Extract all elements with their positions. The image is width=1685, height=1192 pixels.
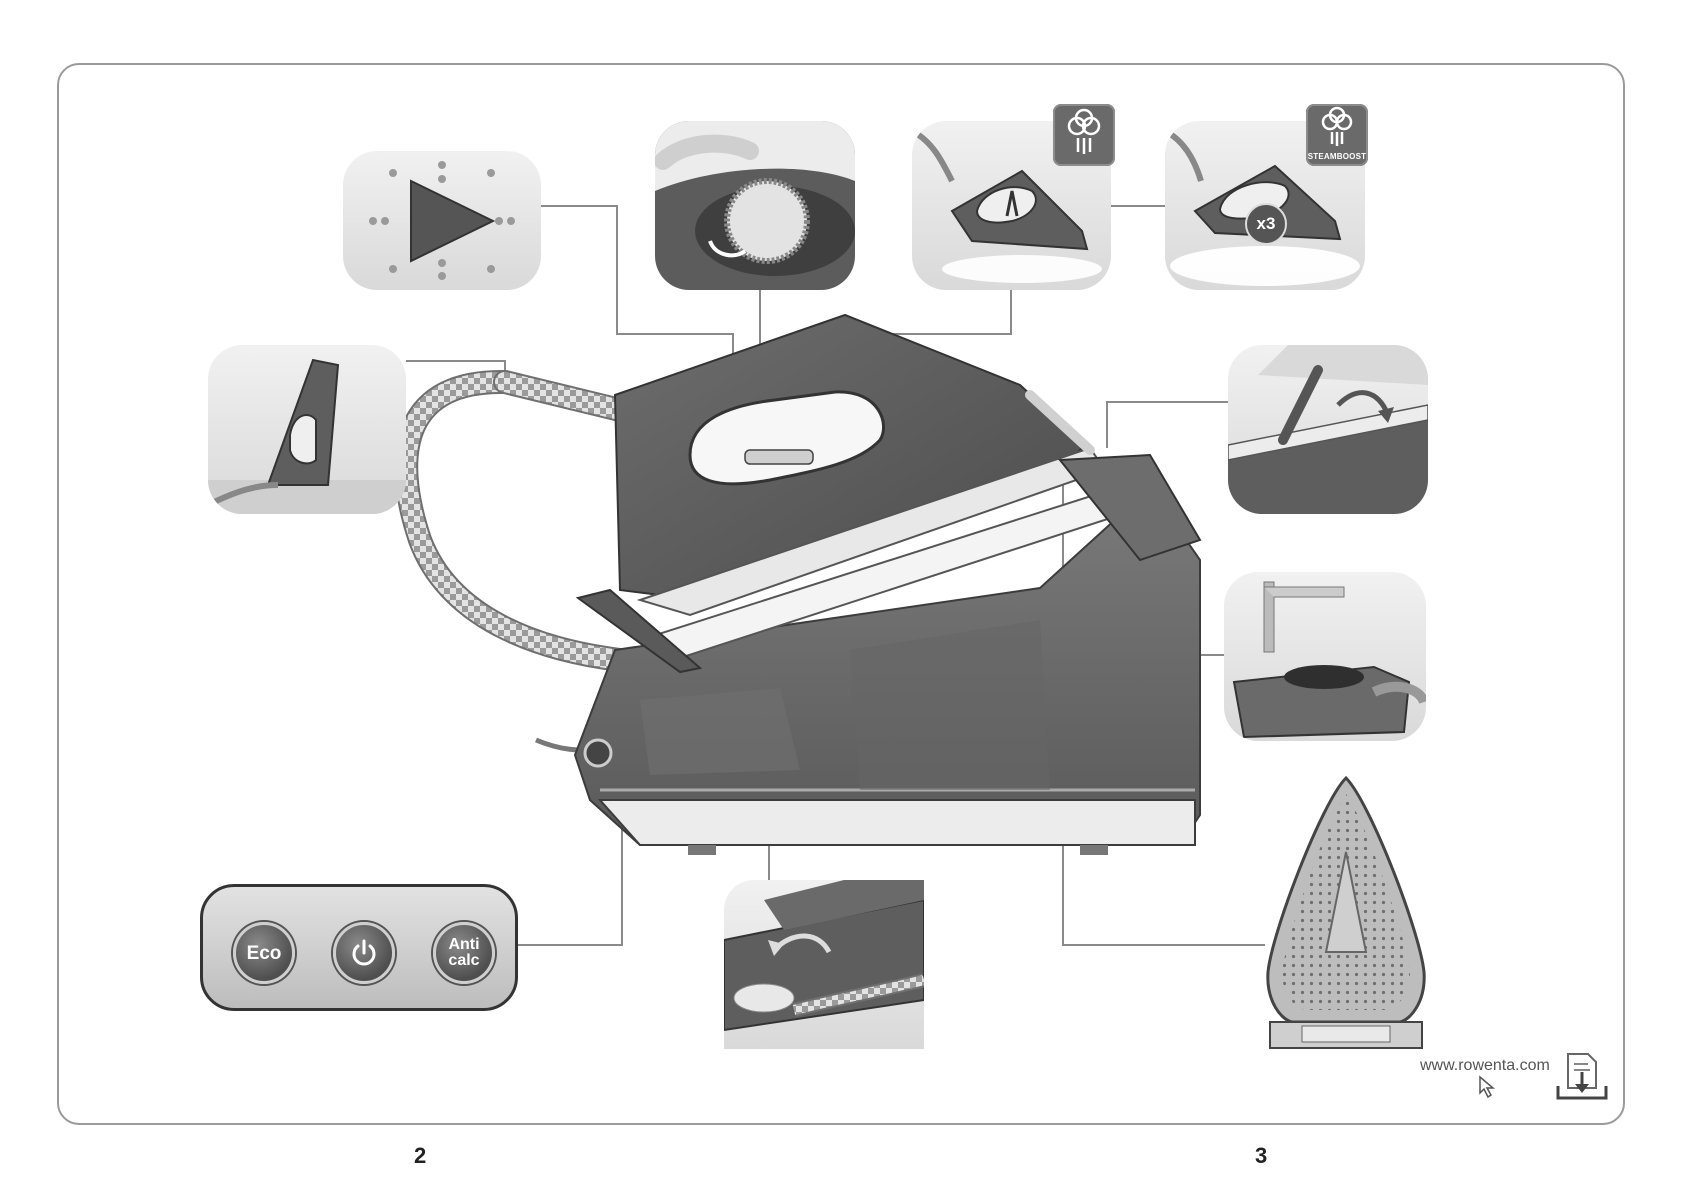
control-panel: Eco Anti calc	[200, 884, 518, 1011]
power-icon	[349, 938, 379, 968]
download-document-icon[interactable]	[1554, 1050, 1610, 1104]
page-number-right: 3	[1255, 1143, 1267, 1169]
iron-heel-rest-panel	[208, 345, 406, 514]
steamboost-label: STEAMBOOST	[1306, 152, 1368, 161]
water-tank-panel	[1224, 572, 1426, 741]
x3-label: x3	[1257, 214, 1276, 234]
steam-dial-panel	[655, 121, 855, 290]
iron-lock-panel	[1228, 345, 1428, 514]
soleplate-panel	[1262, 772, 1430, 1050]
cursor-icon	[1478, 1075, 1498, 1099]
page-number-left: 2	[414, 1143, 426, 1169]
anti-calc-label: Anti calc	[448, 937, 479, 969]
indicator-light-panel	[343, 151, 541, 290]
website-url[interactable]: www.rowenta.com	[1420, 1057, 1550, 1075]
steamboost-icon: STEAMBOOST	[1306, 104, 1368, 166]
eco-label: Eco	[247, 944, 282, 963]
anti-calc-button[interactable]: Anti calc	[433, 922, 495, 984]
power-button[interactable]	[333, 922, 395, 984]
cord-storage-panel	[724, 880, 924, 1049]
x3-badge: x3	[1245, 203, 1287, 245]
eco-button[interactable]: Eco	[233, 922, 295, 984]
steam-icon	[1053, 104, 1115, 166]
